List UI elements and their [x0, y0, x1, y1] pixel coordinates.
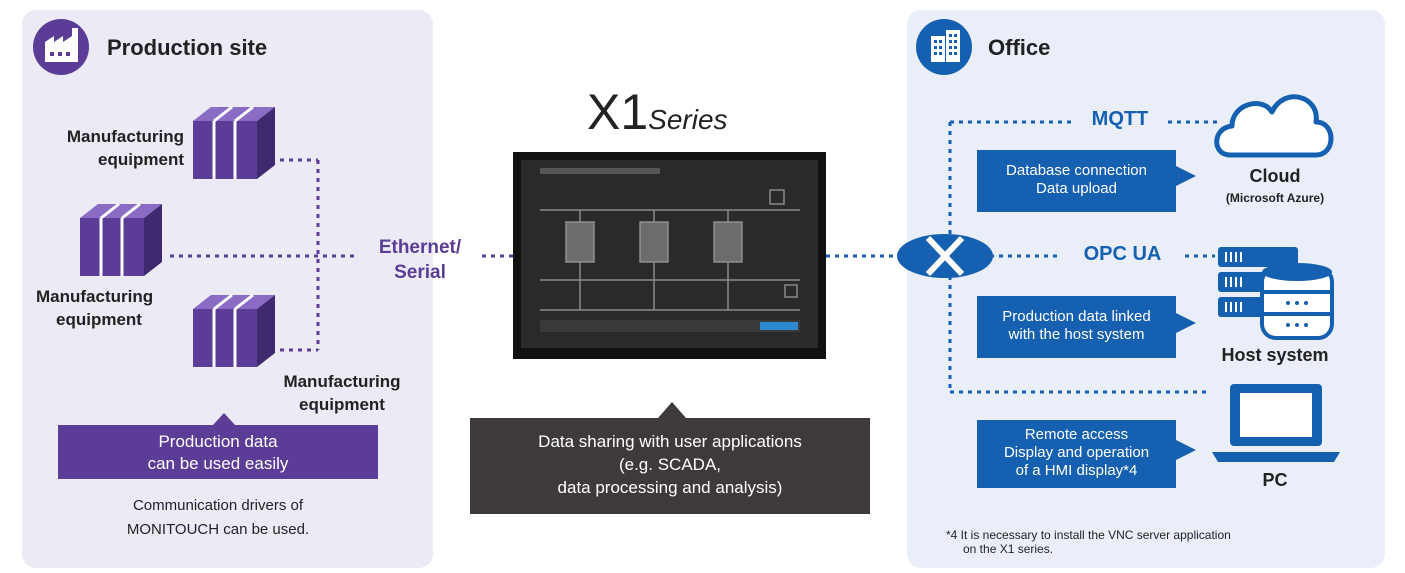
- callout-pointer: [213, 413, 235, 425]
- vnc-footnote: *4 It is necessary to install the VNC se…: [946, 528, 1376, 556]
- equipment-label: Manufacturing equipment: [36, 125, 184, 171]
- database-connection-box: Database connection Data upload: [977, 150, 1176, 212]
- connection-label-line: Serial: [394, 262, 446, 283]
- mqtt-label: MQTT: [1091, 108, 1149, 130]
- host-server-icon: [1218, 247, 1334, 340]
- factory-icon: [33, 19, 89, 75]
- callout-line: can be used easily: [147, 454, 289, 473]
- box-line: Remote access: [1024, 426, 1129, 443]
- remote-access-box: Remote access Display and operation of a…: [977, 420, 1176, 488]
- callout-line: Data sharing with user applications: [538, 432, 802, 451]
- footnote-line: on the X1 series.: [963, 542, 1054, 556]
- box-line: Display and operation: [1003, 444, 1150, 461]
- connection-label-line: Ethernet/: [378, 237, 462, 258]
- callout-line: Production data: [158, 432, 278, 451]
- manufacturing-equipment-icon: [193, 293, 275, 367]
- opc-ua-label: OPC UA: [1083, 243, 1162, 265]
- x1-hmi-panel: [513, 152, 826, 359]
- equipment-label: Manufacturing equipment: [262, 370, 422, 416]
- network-hub-icon: [897, 234, 993, 278]
- equipment-label-line: Manufacturing: [283, 372, 401, 391]
- network-connection-lines: [826, 120, 1220, 394]
- production-data-callout: Production data can be used easily: [58, 425, 378, 479]
- callout-pointer: [658, 402, 686, 418]
- x1-brand: X1Series: [587, 84, 728, 148]
- box-line: with the host system: [1008, 326, 1145, 343]
- box-line: Production data linked: [1002, 308, 1151, 325]
- box-line: Data upload: [1036, 180, 1117, 197]
- equipment-label-line: Manufacturing: [36, 287, 154, 306]
- pc-label: PC: [1262, 470, 1288, 490]
- box-line: of a HMI display*4: [1015, 462, 1138, 479]
- callout-line: data processing and analysis): [557, 478, 783, 497]
- equipment-label: Manufacturing equipment: [36, 285, 184, 331]
- x1-brand-main: X1: [587, 84, 649, 140]
- production-site-title: Production site: [107, 35, 268, 60]
- manufacturing-equipment-icon: [80, 202, 162, 276]
- host-system-label: Host system: [1221, 345, 1329, 365]
- communication-drivers-note: Communication drivers of MONITOUCH can b…: [58, 494, 378, 542]
- equipment-label-line: equipment: [98, 150, 184, 169]
- box-line: Database connection: [1006, 162, 1147, 179]
- x1-brand-series: Series: [648, 104, 728, 135]
- data-sharing-callout: Data sharing with user applications (e.g…: [470, 418, 870, 514]
- cloud-sublabel: (Microsoft Azure): [1225, 191, 1325, 205]
- callout-pointer: [1176, 313, 1196, 333]
- equipment-label-line: equipment: [56, 310, 142, 329]
- callout-pointer: [1176, 440, 1196, 460]
- ethernet-serial-label: Ethernet/ Serial: [360, 235, 480, 285]
- cloud-icon: [1214, 94, 1334, 158]
- note-line: Communication drivers of: [132, 497, 304, 514]
- production-data-linked-box: Production data linked with the host sys…: [977, 296, 1176, 358]
- laptop-icon: [1212, 384, 1340, 462]
- equipment-label-line: equipment: [299, 395, 385, 414]
- serial-connection-lines: [170, 158, 515, 352]
- footnote-line: *4 It is necessary to install the VNC se…: [946, 528, 1231, 542]
- office-building-icon: [916, 19, 972, 75]
- cloud-label: Cloud: [1249, 166, 1301, 186]
- manufacturing-equipment-icon: [193, 105, 275, 179]
- note-line: MONITOUCH can be used.: [126, 521, 310, 538]
- callout-line: (e.g. SCADA,: [618, 455, 722, 474]
- office-title: Office: [988, 35, 1051, 60]
- equipment-label-line: Manufacturing: [66, 127, 184, 146]
- callout-pointer: [1176, 166, 1196, 186]
